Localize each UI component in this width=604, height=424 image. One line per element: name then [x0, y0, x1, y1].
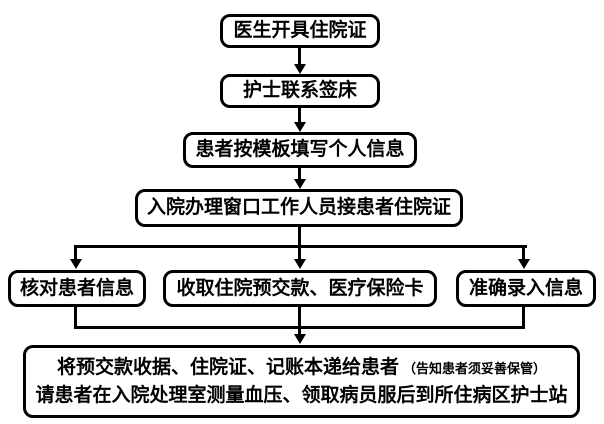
connector-step2-step3 [298, 108, 301, 123]
connector-merge-final [298, 307, 301, 335]
final-line2-text: 请患者在入院处理室测量血压、领取病员服后到所住病区护士站 [35, 384, 568, 406]
connector-branch-right [522, 245, 525, 260]
node-window-staff-receives: 入院办理窗口工作人员接患者住院证 [135, 189, 463, 227]
node-label: 收取住院预交款、医疗保险卡 [176, 277, 424, 299]
node-verify-patient-info: 核对患者信息 [8, 270, 146, 307]
node-collect-deposit-insurance: 收取住院预交款、医疗保险卡 [163, 270, 437, 307]
arrowhead-down-icon [294, 179, 306, 189]
connector-merge-left [74, 307, 77, 329]
arrowhead-down-icon [294, 122, 306, 132]
node-label: 医生开具住院证 [233, 20, 367, 42]
arrowhead-down-icon [518, 259, 530, 269]
connector-merge-right [522, 307, 525, 329]
node-final-instructions: 将预交款收据、住院证、记账本递给患者 （告知患者须妥善保管） 请患者在入院处理室… [23, 345, 580, 418]
node-doctor-issues-certificate: 医生开具住院证 [220, 14, 380, 48]
final-line1-main: 将预交款收据、住院证、记账本递给患者 [56, 356, 399, 378]
final-line-1: 将预交款收据、住院证、记账本递给患者 （告知患者须妥善保管） [57, 357, 546, 379]
final-line1-note: （告知患者须妥善保管） [403, 360, 547, 376]
final-line-2: 请患者在入院处理室测量血压、领取病员服后到所住病区护士站 [35, 385, 567, 407]
connector-step3-step4 [298, 168, 301, 180]
node-nurse-contacts-bed: 护士联系签床 [220, 74, 380, 108]
arrowhead-down-icon [294, 259, 306, 269]
connector-step1-step2 [298, 48, 301, 65]
node-label: 护士联系签床 [242, 80, 357, 102]
node-label: 入院办理窗口工作人员接患者住院证 [146, 197, 451, 219]
arrowhead-down-icon [294, 64, 306, 74]
node-patient-fills-info: 患者按模板填写个人信息 [183, 132, 417, 168]
node-label: 准确录入信息 [468, 277, 583, 299]
arrowhead-down-icon [294, 334, 306, 344]
node-accurate-entry: 准确录入信息 [456, 270, 596, 307]
node-label: 核对患者信息 [19, 277, 134, 299]
arrowhead-down-icon [70, 259, 82, 269]
node-label: 患者按模板填写个人信息 [195, 139, 405, 161]
branch-split-bar [74, 245, 527, 248]
connector-branch-left [74, 245, 77, 260]
connector-step4-branch [298, 227, 301, 260]
